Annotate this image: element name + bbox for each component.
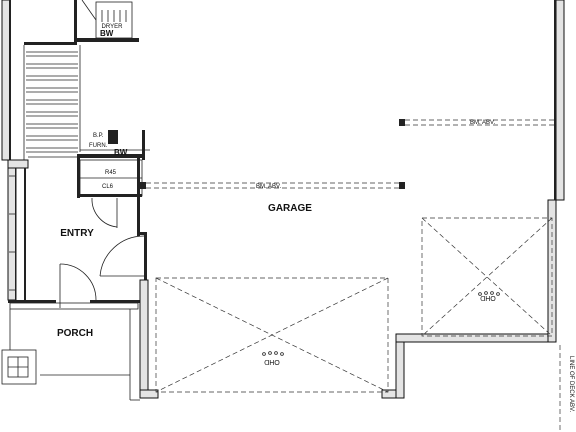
garage-door-right <box>421 217 553 337</box>
beam-lower-label: BM. ABV. <box>256 184 281 190</box>
room-label-porch: PORCH <box>57 328 93 339</box>
beam-upper <box>399 119 554 126</box>
ohd-label-right: OHD <box>480 294 496 301</box>
bw-label-top: BW <box>100 29 114 38</box>
stairs <box>23 45 81 160</box>
deck-line-label: LINE OF DECK ABV. <box>568 356 574 412</box>
porch-post <box>1 349 37 385</box>
beam-upper-label: BM. ABV. <box>470 120 495 126</box>
garage-front-wall <box>139 199 557 399</box>
closet-door[interactable] <box>91 197 118 228</box>
furnace-room-walls <box>77 130 150 198</box>
left-upper-wall <box>1 0 11 161</box>
cl6-label: CL6 <box>102 184 114 190</box>
entry-right-wall <box>137 158 147 280</box>
room-label-entry: ENTRY <box>60 228 94 239</box>
beam-lower <box>140 182 405 189</box>
right-upper-wall <box>554 0 565 201</box>
dryer-label: DRYER <box>102 24 124 30</box>
dryer-appliance <box>81 0 133 39</box>
ohd-label-left: OHD <box>264 358 280 365</box>
garage-door-left <box>155 277 389 393</box>
front-door[interactable] <box>59 263 97 308</box>
room-label-garage: GARAGE <box>268 203 312 214</box>
r45-label: R45 <box>105 170 117 176</box>
furn-label: FURN. <box>89 143 108 149</box>
stair-top-wall <box>24 0 139 45</box>
porch-walls <box>8 300 140 401</box>
bp-label: B.P. <box>93 133 104 139</box>
garage-entry-door[interactable] <box>99 235 145 277</box>
left-entry-wall <box>7 159 29 301</box>
bw-label-mid: BW <box>114 148 128 157</box>
ohd-marks <box>262 291 500 356</box>
